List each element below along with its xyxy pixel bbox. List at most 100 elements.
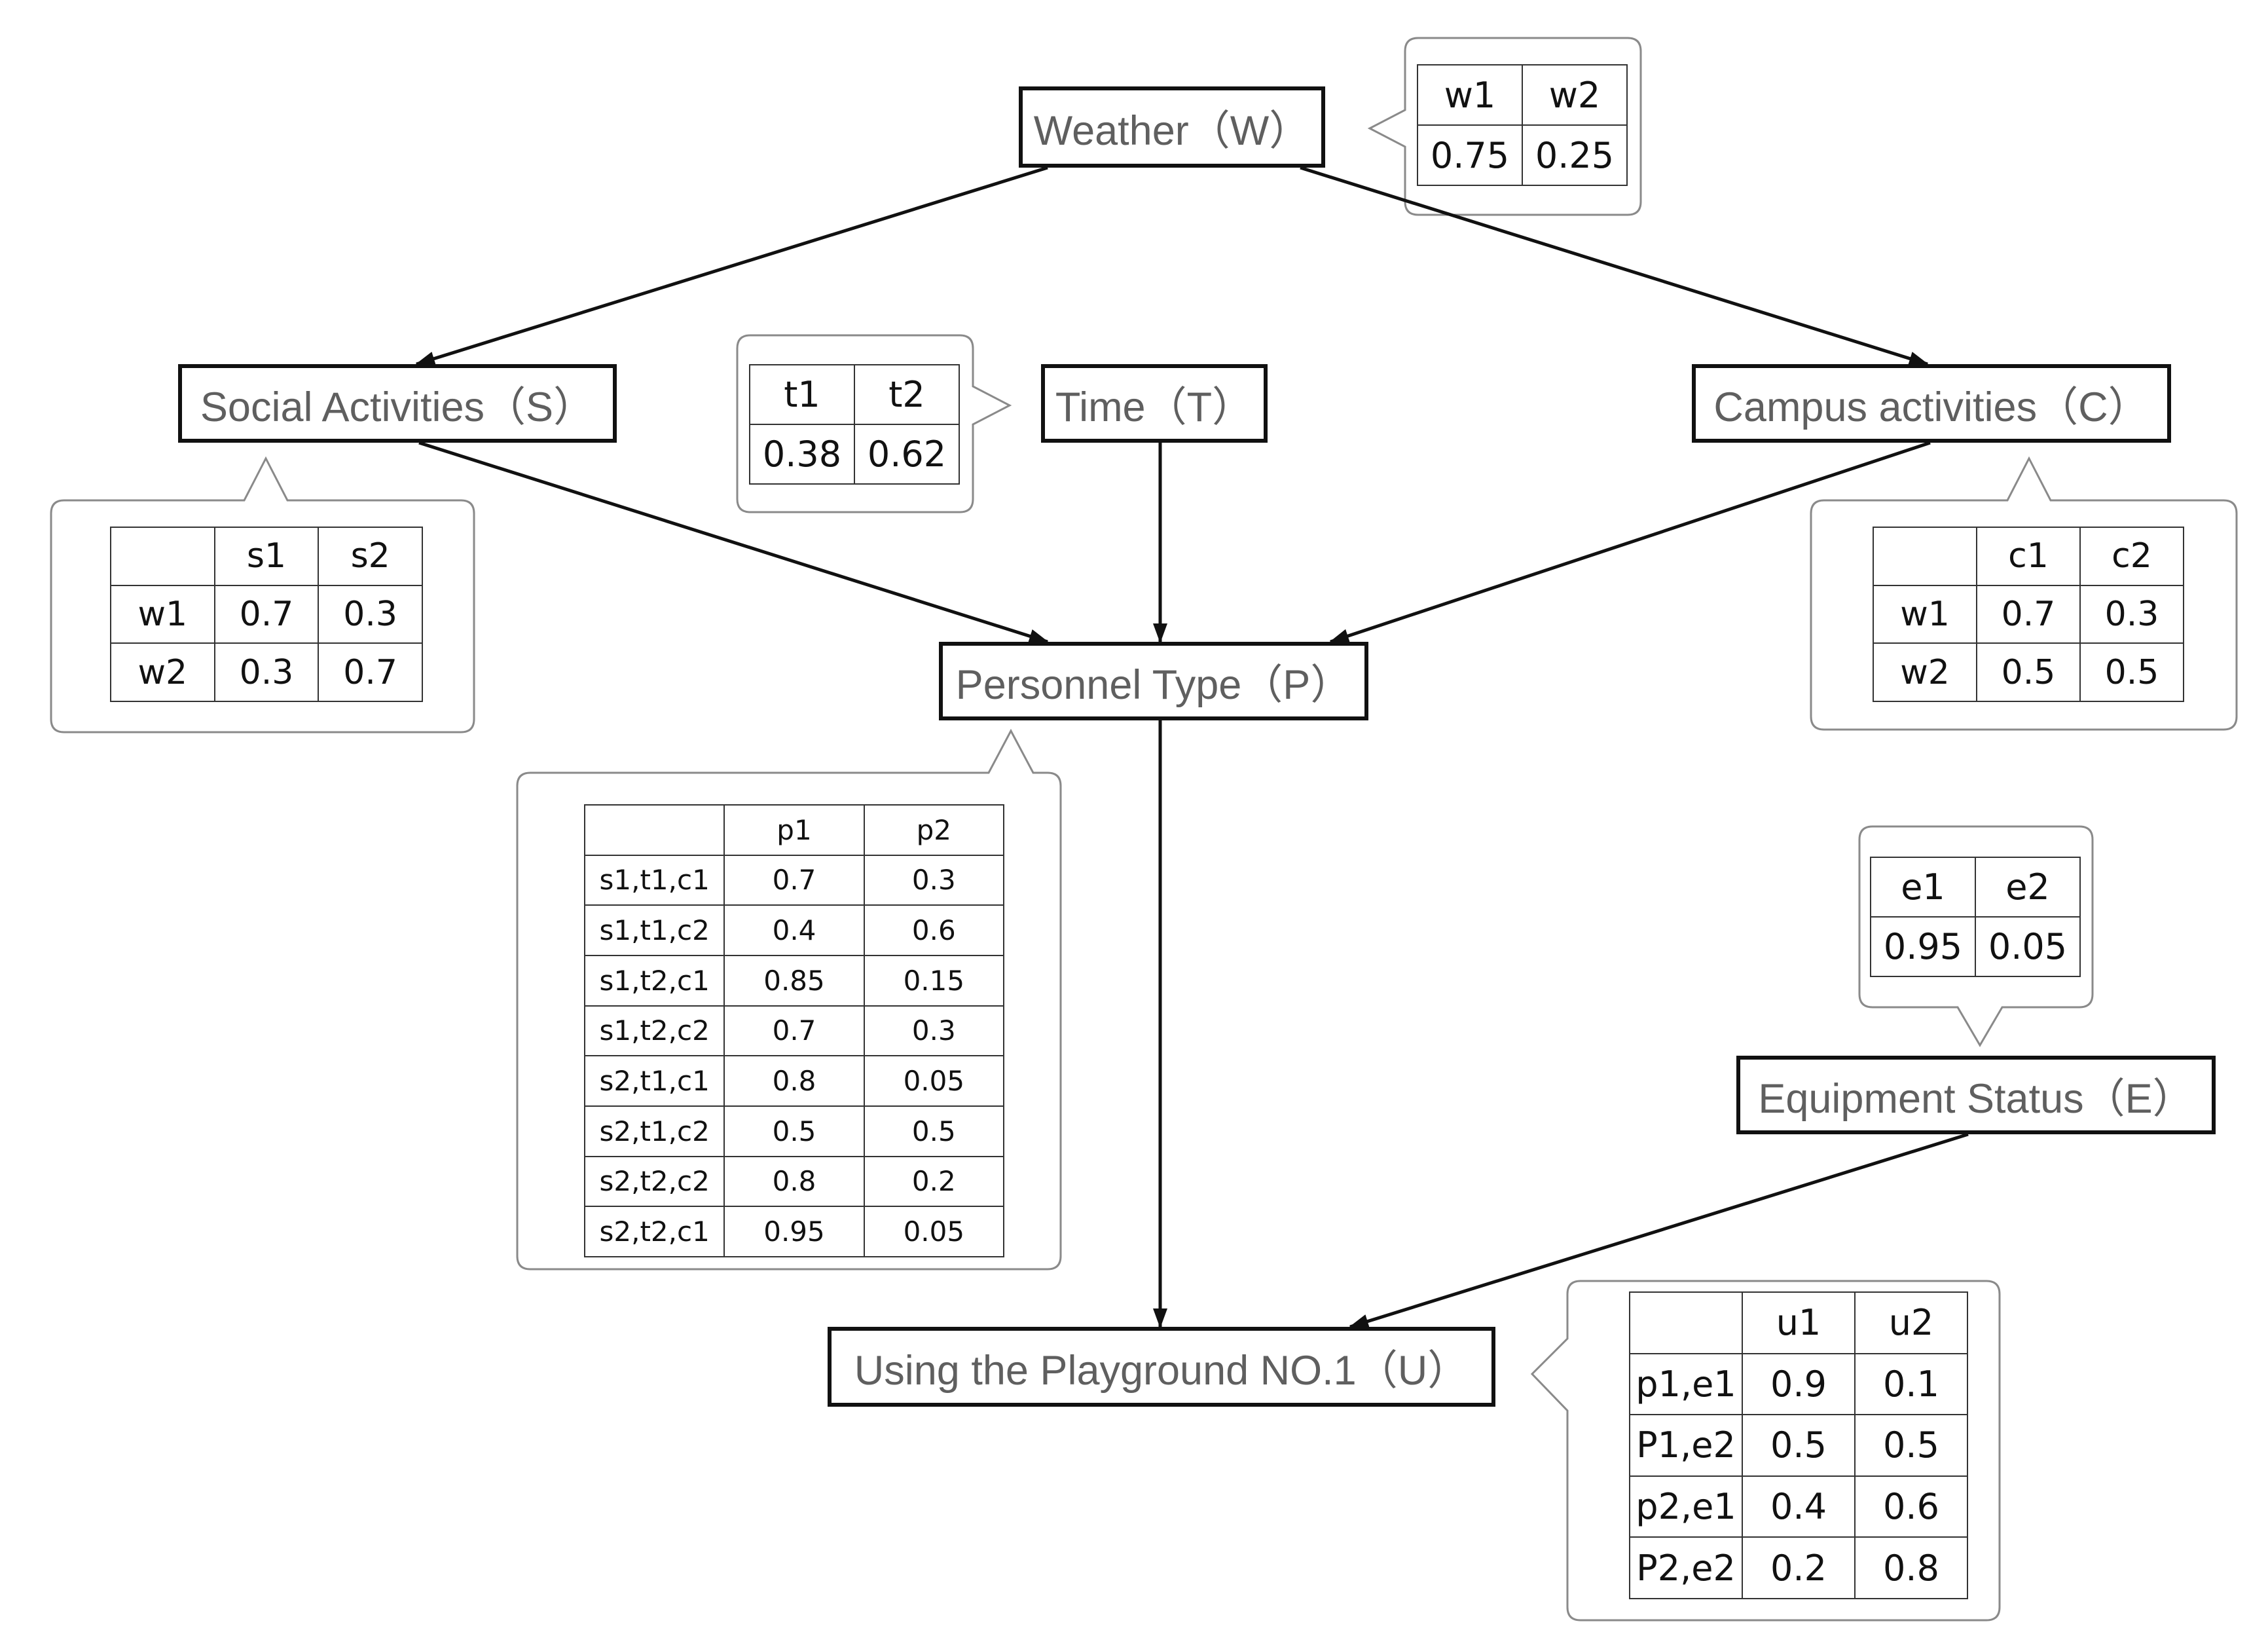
cpt-value-cell: 0.8 <box>723 1155 865 1208</box>
cpt-condition-cell: w2 <box>110 642 215 702</box>
cpt-condition-cell: w1 <box>110 584 215 644</box>
cpt-value-cell: 0.05 <box>863 1206 1005 1257</box>
cpt-value-cell: 0.4 <box>1742 1475 1856 1538</box>
cpt-condition-cell: s2,t1,c2 <box>583 1105 725 1157</box>
cpt-value-cell: 0.95 <box>723 1206 865 1257</box>
cpt-value-cell: 0.4 <box>723 904 865 956</box>
node-social-activities: Social Activities（S） <box>178 364 617 443</box>
cpt-value-cell: 0.75 <box>1417 124 1523 186</box>
cpt-condition-cell: P1,e2 <box>1629 1414 1743 1477</box>
cpt-header-cell: t1 <box>749 364 855 425</box>
cpt-value-cell: 0.95 <box>1870 916 1976 977</box>
cpt-condition-cell: P2,e2 <box>1629 1536 1743 1599</box>
cpt-value-cell: 0.1 <box>1854 1352 1968 1416</box>
node-time: Time（T） <box>1041 364 1268 443</box>
cpt-condition-cell: s1,t1,c2 <box>583 904 725 956</box>
cpt-header-cell: p1 <box>723 804 865 856</box>
cpt-header-cell: w2 <box>1522 64 1628 126</box>
cpt-value-cell: 0.7 <box>1976 584 2081 644</box>
cpt-value-cell: 0.6 <box>863 904 1005 956</box>
cpt-header-cell <box>583 804 725 856</box>
cpt-value-cell: 0.7 <box>723 1005 865 1057</box>
cpt-value-cell: 0.5 <box>1742 1414 1856 1477</box>
cpt-value-cell: 0.05 <box>1975 916 2081 977</box>
cpt-header-cell: p2 <box>863 804 1005 856</box>
node-weather: Weather（W） <box>1019 86 1325 168</box>
node-equipment-status: Equipment Status（E） <box>1736 1056 2216 1134</box>
cpt-value-cell: 0.3 <box>213 642 320 702</box>
edge-weather-to-campus <box>1300 166 1929 366</box>
cpt-condition-cell: s1,t1,c1 <box>583 854 725 906</box>
cpt-condition-cell: p2,e1 <box>1629 1475 1743 1538</box>
cpt-value-cell: 0.5 <box>863 1105 1005 1157</box>
edge-weather-to-social <box>415 166 1048 366</box>
cpt-header-cell: w1 <box>1417 64 1523 126</box>
cpt-value-cell: 0.7 <box>318 642 423 702</box>
cpt-value-cell: 0.2 <box>1742 1536 1856 1599</box>
cpt-header-cell <box>110 527 215 586</box>
cpt-value-cell: 0.05 <box>863 1055 1005 1107</box>
cpt-condition-cell: s2,t2,c1 <box>583 1206 725 1257</box>
cpt-condition-cell: s1,t2,c2 <box>583 1005 725 1057</box>
cpt-value-cell: 0.8 <box>723 1055 865 1107</box>
cpt-value-cell: 0.5 <box>1854 1414 1968 1477</box>
cpt-condition-cell: p1,e1 <box>1629 1352 1743 1416</box>
edge-campus-to-personnel <box>1329 441 1931 644</box>
cpt-header-cell: c2 <box>2079 527 2184 586</box>
cpt-value-cell: 0.38 <box>749 424 855 485</box>
cpt-header-cell: e1 <box>1870 857 1976 918</box>
cpt-header-cell: u1 <box>1742 1291 1856 1354</box>
edge-equipment-to-usage <box>1349 1132 1969 1329</box>
cpt-header-cell: t2 <box>854 364 960 425</box>
cpt-header-cell <box>1873 527 1977 586</box>
cpt-header-cell: s1 <box>213 527 320 586</box>
cpt-value-cell: 0.25 <box>1522 124 1628 186</box>
node-personnel-type: Personnel Type（P） <box>939 642 1368 720</box>
cpt-value-cell: 0.6 <box>1854 1475 1968 1538</box>
cpt-value-cell: 0.9 <box>1742 1352 1856 1416</box>
cpt-condition-cell: w2 <box>1873 642 1977 702</box>
cpt-header-cell: c1 <box>1976 527 2081 586</box>
cpt-value-cell: 0.3 <box>2079 584 2184 644</box>
cpt-value-cell: 0.8 <box>1854 1536 1968 1599</box>
cpt-header-cell <box>1629 1291 1743 1354</box>
cpt-value-cell: 0.62 <box>854 424 960 485</box>
cpt-value-cell: 0.7 <box>723 854 865 906</box>
cpt-value-cell: 0.5 <box>1976 642 2081 702</box>
edge-social-to-personnel <box>418 441 1049 644</box>
cpt-condition-cell: w1 <box>1873 584 1977 644</box>
cpt-value-cell: 0.2 <box>863 1155 1005 1208</box>
cpt-condition-cell: s1,t2,c1 <box>583 954 725 1007</box>
cpt-value-cell: 0.5 <box>723 1105 865 1157</box>
cpt-header-cell: u2 <box>1854 1291 1968 1354</box>
node-campus-activities: Campus activities（C） <box>1692 364 2171 443</box>
